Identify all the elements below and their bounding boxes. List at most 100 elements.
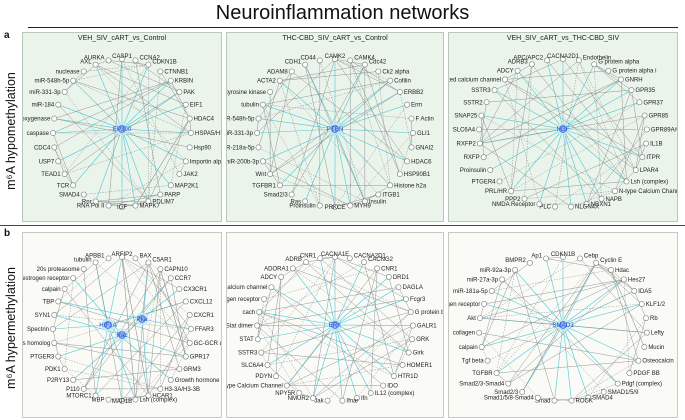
network-edge xyxy=(508,303,642,384)
network-node: PDK1 xyxy=(45,366,68,373)
network-node: IDA5 xyxy=(631,288,652,295)
node-shape xyxy=(92,198,99,205)
network-edge xyxy=(64,91,149,202)
node-label: tubulin xyxy=(241,103,259,109)
network-node: miR-331-3p xyxy=(29,88,68,96)
node-shape xyxy=(256,309,263,315)
node-shape xyxy=(375,68,382,75)
node-shape xyxy=(614,380,621,387)
network-node: Ras homolog xyxy=(23,340,58,347)
hub-label: HIF1A xyxy=(99,322,117,329)
hub-edge xyxy=(267,324,336,366)
node-label: G protein alpha xyxy=(598,59,640,65)
node-shape xyxy=(593,259,600,266)
network-node: KLF1/2 xyxy=(638,301,666,308)
network-edge xyxy=(494,89,602,199)
hub-edge xyxy=(562,262,597,326)
node-shape xyxy=(632,167,639,173)
node-label: miR-218a-5p xyxy=(227,145,255,151)
node-shape xyxy=(145,392,152,399)
node-shape xyxy=(316,57,323,64)
node-shape xyxy=(643,315,649,321)
node-label: DAGLA xyxy=(403,285,423,291)
node-shape xyxy=(310,395,316,401)
hub-edge xyxy=(562,79,622,130)
network-node: TEAD1 xyxy=(41,171,68,178)
network-edge xyxy=(524,190,615,199)
node-shape xyxy=(332,254,338,260)
node-label: miR-184 xyxy=(32,103,55,109)
node-label: Akt xyxy=(467,316,476,322)
network-edge xyxy=(334,201,365,208)
node-label: Cyclin E xyxy=(600,258,622,264)
network-node: miR-27a-3p xyxy=(467,276,506,283)
node-shape xyxy=(132,57,139,64)
node-shape xyxy=(176,88,183,95)
network-node: Ck2 alpha xyxy=(375,68,410,75)
network-node: Osteocalcin xyxy=(635,357,674,365)
node-shape xyxy=(395,284,402,291)
network-node: GRK xyxy=(409,336,429,343)
node-shape xyxy=(636,99,643,106)
network-edge xyxy=(258,80,281,148)
hub-edge xyxy=(72,128,123,186)
network-edge xyxy=(312,311,411,399)
network-edge xyxy=(54,80,171,119)
node-shape xyxy=(526,259,533,266)
network-edge xyxy=(279,80,320,206)
node-label: RXFP xyxy=(464,155,480,161)
network-edge xyxy=(479,102,487,144)
hub-edge xyxy=(334,104,408,130)
network-node: Cebp xyxy=(577,253,599,262)
network-edge xyxy=(320,258,413,340)
network-edge xyxy=(262,161,351,206)
node-label: AURKA xyxy=(84,55,105,61)
network-node: Akt xyxy=(467,315,483,322)
network-edge xyxy=(257,299,265,340)
network-node: miR-92a-3p xyxy=(480,267,518,274)
network-node: Jak xyxy=(314,397,331,405)
network-edge xyxy=(334,58,391,81)
hub-edge xyxy=(334,298,407,326)
node-label: ITGB1 xyxy=(382,193,400,199)
node-shape xyxy=(591,61,598,68)
node-label: SLC6A4 xyxy=(453,127,476,133)
node-label: GRM3 xyxy=(183,367,201,373)
network-node: PPP2 xyxy=(505,195,528,203)
network-node: tubulin xyxy=(241,101,266,109)
network-node: EIF1 xyxy=(182,101,203,109)
node-label: Lsh (complex) xyxy=(630,179,668,185)
network-node: Hsp90 xyxy=(186,144,212,151)
node-label: USP7 xyxy=(39,159,55,165)
network-edge xyxy=(108,60,149,65)
hub-shape xyxy=(331,125,339,133)
network-edge xyxy=(52,80,171,134)
node-shape xyxy=(254,322,260,329)
network-node: JAK2 xyxy=(176,171,198,178)
hub-edge xyxy=(58,104,123,130)
hub-edge xyxy=(334,324,358,399)
node-shape xyxy=(317,255,324,262)
node-shape xyxy=(332,204,338,210)
network-node: HOMER1 xyxy=(399,362,433,369)
node-label: AXL xyxy=(80,60,92,66)
network-node: calpain xyxy=(459,344,485,351)
network-edge xyxy=(52,132,74,186)
node-shape xyxy=(560,56,566,62)
node-label: IGF xyxy=(117,205,127,211)
network-edge xyxy=(594,64,632,91)
network-node: CDKN1B xyxy=(145,60,177,68)
node-shape xyxy=(528,61,535,68)
node-shape xyxy=(508,188,514,195)
network-node: Smad2/3 xyxy=(264,191,295,199)
network-node: collagen xyxy=(453,329,483,337)
node-label: MAPK7 xyxy=(139,204,160,210)
hub-edge xyxy=(121,128,192,134)
network-node: DAGLA xyxy=(395,284,423,291)
hub-edge xyxy=(304,64,336,130)
hub-edge xyxy=(334,128,351,206)
node-label: CX3CR1 xyxy=(183,287,207,293)
network-node: estrogen receptor xyxy=(227,296,267,303)
node-shape xyxy=(476,126,482,133)
node-shape xyxy=(478,344,485,350)
